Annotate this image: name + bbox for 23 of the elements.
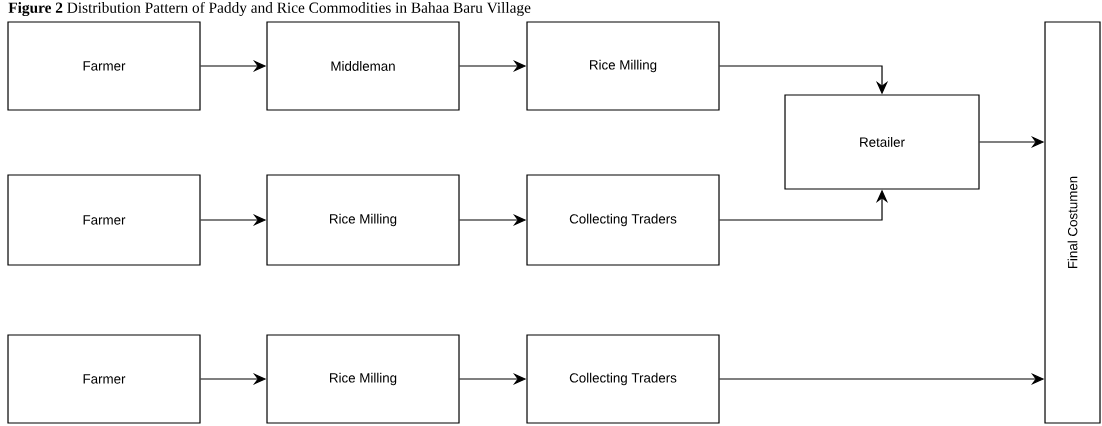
box-label: Rice Milling [330, 213, 397, 227]
process-box [1044, 21, 1101, 424]
box-label: Farmer [83, 374, 126, 384]
box-label: Farmer [83, 61, 126, 71]
box-label: Collecting Traders [569, 213, 677, 227]
box-label: Rice Milling [590, 59, 657, 73]
process-box [526, 334, 720, 424]
box-label: Rice Milling [330, 372, 397, 386]
process-box [526, 174, 720, 266]
process-box [266, 174, 460, 266]
process-box [7, 174, 201, 266]
process-box [784, 94, 980, 190]
process-box [266, 334, 460, 424]
process-box [7, 334, 201, 424]
box-label: Retailer [860, 137, 905, 147]
box-label: Farmer [83, 215, 126, 225]
process-box [526, 21, 720, 111]
box-label: Middleman [331, 61, 395, 71]
process-box [266, 21, 460, 111]
figure-title: Figure 2 Distribution Pattern of Paddy and Rice Commodities in Bahaa Baru Village [8, 1, 531, 17]
box-label: Final Costumen [1067, 176, 1078, 269]
box-label: Collecting Traders [569, 372, 677, 386]
process-box [7, 21, 201, 111]
